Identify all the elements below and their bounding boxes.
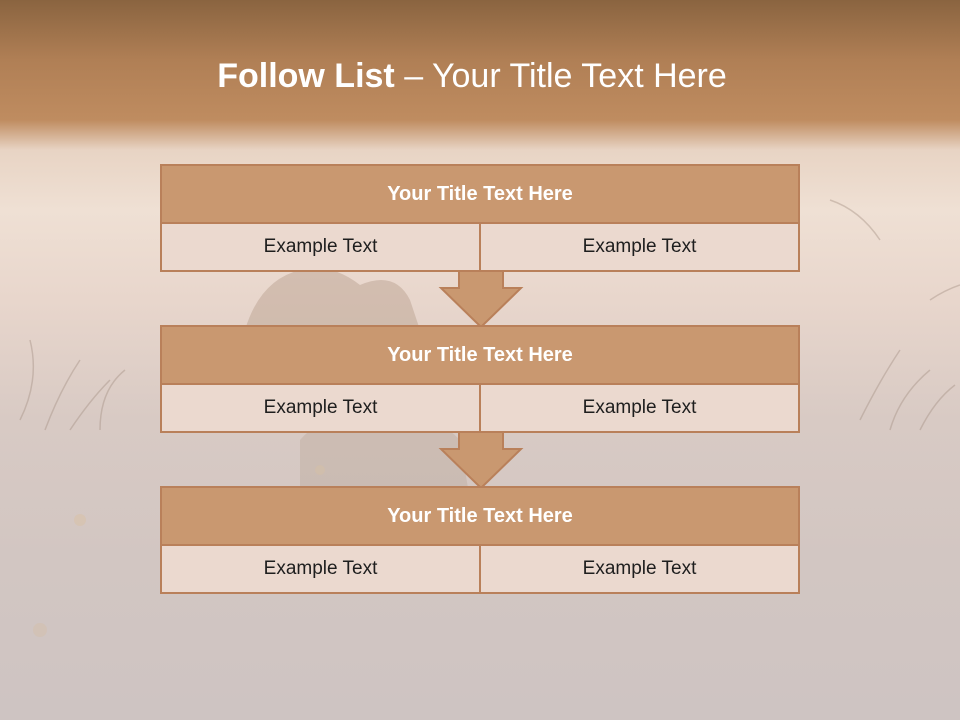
down-arrow-icon xyxy=(438,270,524,329)
slide-title-bold: Follow List xyxy=(217,57,395,95)
step-title: Your Title Text Here xyxy=(162,166,798,224)
step-cell-left: Example Text xyxy=(263,558,378,579)
step-row: Example Text Example Text xyxy=(162,385,798,431)
step-title: Your Title Text Here xyxy=(162,327,798,385)
step-cell-right: Example Text xyxy=(479,385,798,431)
down-arrow-icon xyxy=(438,431,524,490)
step-row: Example Text Example Text xyxy=(162,224,798,270)
step-row: Example Text Example Text xyxy=(162,546,798,592)
slide-title: Follow List – Your Title Text Here xyxy=(0,52,944,100)
step-cell-right: Example Text xyxy=(479,224,798,270)
step-cell-left: Example Text xyxy=(263,397,378,418)
step-cell-right: Example Text xyxy=(479,546,798,592)
step-title: Your Title Text Here xyxy=(162,488,798,546)
step-box-2: Your Title Text Here Example Text Exampl… xyxy=(160,325,800,433)
step-box-3: Your Title Text Here Example Text Exampl… xyxy=(160,486,800,594)
slide-title-rest: – Your Title Text Here xyxy=(394,57,727,95)
step-cell-left: Example Text xyxy=(263,236,378,257)
step-box-1: Your Title Text Here Example Text Exampl… xyxy=(160,164,800,272)
